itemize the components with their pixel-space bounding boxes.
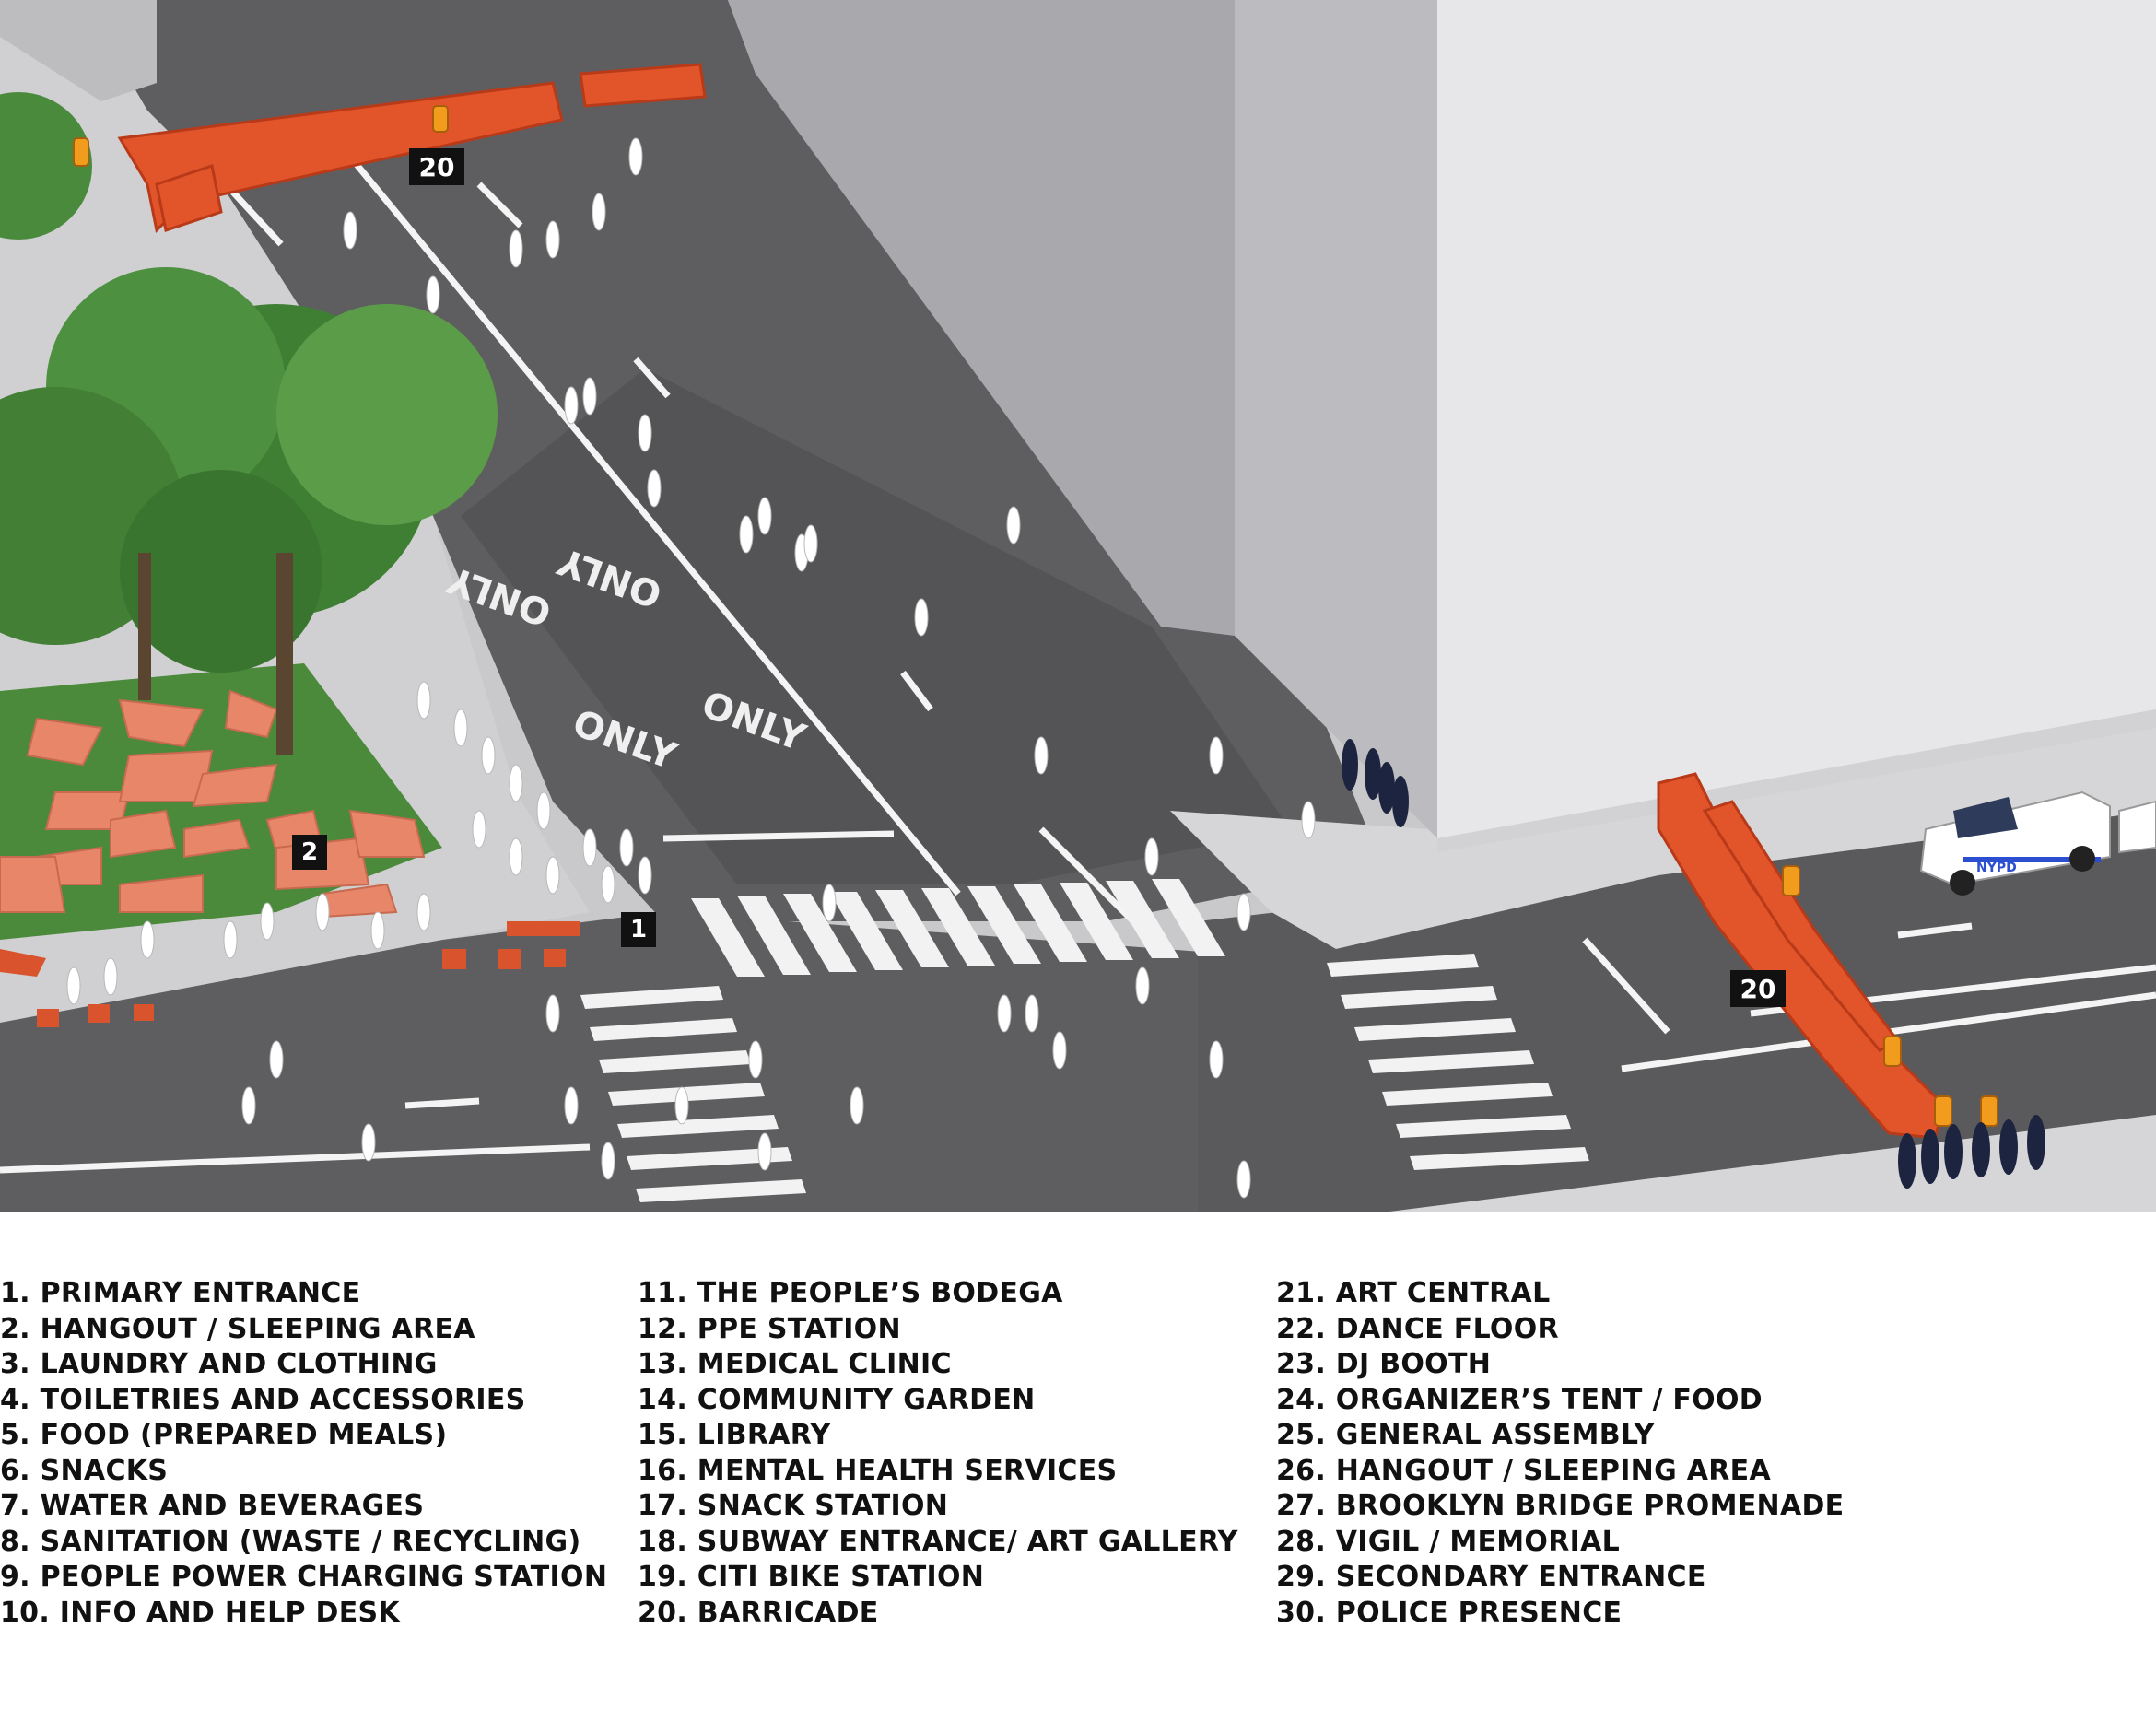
legend-column-3: 21. ART CENTRAL 22. DANCE FLOOR 23. DJ B…: [1276, 1276, 1844, 1631]
legend-item: 14. COMMUNITY GARDEN: [638, 1383, 1036, 1416]
legend-item: 29. SECONDARY ENTRANCE: [1276, 1561, 1706, 1593]
crosswalk-east: [1327, 954, 1589, 1170]
legend-item: 28. VIGIL / MEMORIAL: [1276, 1525, 1621, 1558]
legend-column-2: 11. THE PEOPLE’S BODEGA 12. PPE STATION …: [638, 1276, 1238, 1631]
callout-primary-entrance: 1: [621, 912, 656, 947]
callout-barricade-east: 20: [1730, 970, 1786, 1007]
legend-item: 18. SUBWAY ENTRANCE/ ART GALLERY: [638, 1525, 1238, 1558]
crosswalk-north: [691, 879, 1225, 977]
legend-item: 6. SNACKS: [0, 1454, 169, 1487]
north-sidewalk: [0, 0, 157, 101]
callout-hangout-area: 2: [292, 835, 327, 870]
legend-item: 3. LAUNDRY AND CLOTHING: [0, 1348, 438, 1380]
legend-item: 13. MEDICAL CLINIC: [638, 1348, 952, 1380]
legend-item: 16. MENTAL HEALTH SERVICES: [638, 1454, 1118, 1487]
pedestrians: [66, 137, 1316, 1199]
legend-item: 23. DJ BOOTH: [1276, 1348, 1492, 1380]
barricades: [117, 63, 1946, 1140]
legend-item: 19. CITI BIKE STATION: [638, 1561, 985, 1593]
safety-barrels: [73, 105, 1998, 1127]
furniture: [0, 921, 580, 1027]
legend-item: 17. SNACK STATION: [638, 1490, 949, 1522]
crosswalk-west: [580, 986, 806, 1202]
legend-item: 25. GENERAL ASSEMBLY: [1276, 1419, 1655, 1451]
legend-item: 7. WATER AND BEVERAGES: [0, 1490, 425, 1522]
legend-item: 8. SANITATION (WASTE / RECYCLING): [0, 1525, 581, 1558]
legend-item: 4. TOILETRIES AND ACCESSORIES: [0, 1383, 526, 1416]
site-map-illustration: ONLY ONLY ONLY ONLY: [0, 0, 2156, 1212]
legend-item: 27. BROOKLYN BRIDGE PROMENADE: [1276, 1490, 1845, 1522]
building-front-face: [1235, 0, 1437, 838]
legend-item: 10. INFO AND HELP DESK: [0, 1596, 400, 1629]
legend-item: 24. ORGANIZER’S TENT / FOOD: [1276, 1383, 1763, 1416]
south-sidewalk: [1382, 1115, 2156, 1212]
trees: [0, 92, 498, 755]
legend-item: 26. HANGOUT / SLEEPING AREA: [1276, 1454, 1771, 1487]
legend-item: 12. PPE STATION: [638, 1312, 901, 1345]
pedestrian-group: [66, 137, 1316, 1199]
building-east-block: [1437, 0, 2156, 838]
building-east-ledge: [1437, 709, 2156, 852]
legend: 1. PRIMARY ENTRANCE 2. HANGOUT / SLEEPIN…: [0, 1276, 2156, 1645]
legend-item: 9. PEOPLE POWER CHARGING STATION: [0, 1561, 608, 1593]
tents: [0, 689, 426, 919]
building-west-face: [728, 0, 1235, 636]
legend-item: 30. POLICE PRESENCE: [1276, 1596, 1623, 1629]
legend-item: 20. BARRICADE: [638, 1596, 879, 1629]
legend-item: 21. ART CENTRAL: [1276, 1277, 1551, 1309]
legend-item: 2. HANGOUT / SLEEPING AREA: [0, 1312, 475, 1345]
building: [728, 0, 2156, 852]
police-officers: [1342, 739, 2045, 1189]
van-marking: NYPD: [1976, 861, 2017, 875]
legend-item: 5. FOOD (PREPARED MEALS): [0, 1419, 448, 1451]
building-shadow: [461, 369, 1290, 884]
legend-item: 15. LIBRARY: [638, 1419, 831, 1451]
park: [0, 92, 498, 940]
legend-column-1: 1. PRIMARY ENTRANCE 2. HANGOUT / SLEEPIN…: [0, 1276, 607, 1631]
legend-item: 1. PRIMARY ENTRANCE: [0, 1277, 361, 1309]
callout-barricade-north: 20: [409, 148, 464, 185]
legend-item: 11. THE PEOPLE’S BODEGA: [638, 1277, 1063, 1309]
police-van: NYPD: [1919, 791, 2156, 896]
legend-item: 22. DANCE FLOOR: [1276, 1312, 1559, 1345]
